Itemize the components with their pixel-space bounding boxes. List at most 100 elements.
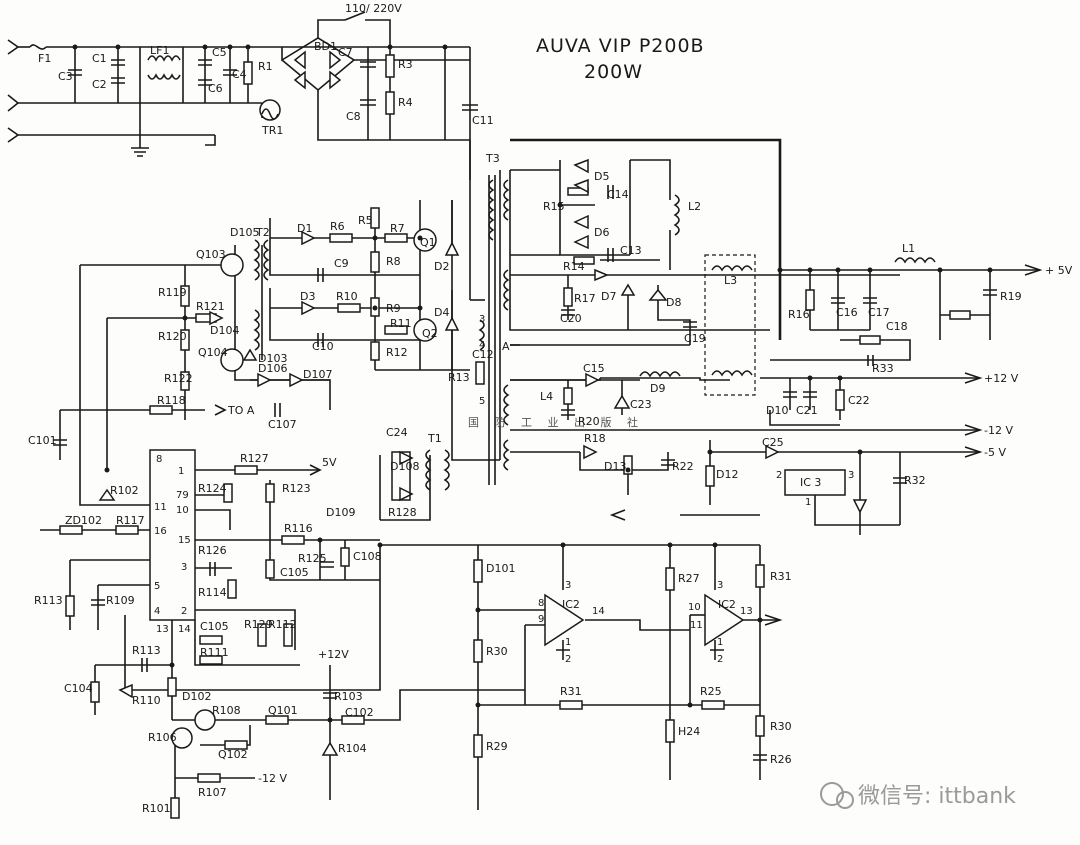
- svg-text:5: 5: [479, 396, 485, 407]
- component-label-c105: C105: [200, 620, 229, 633]
- diode-bd1-a: [293, 50, 306, 70]
- component-label-r127: R127: [240, 452, 269, 465]
- ic2b-op-amp: [704, 593, 745, 647]
- resistor-r117: [59, 525, 83, 535]
- component-label-c9: C9: [334, 257, 349, 270]
- component-label-r11: R11: [390, 317, 412, 330]
- svg-text:1: 1: [805, 497, 811, 508]
- component-label-q103: Q103: [196, 248, 226, 261]
- component-label-d103: D103: [258, 352, 287, 365]
- resistor-r29: [473, 639, 483, 663]
- title-model: AUVA VIP P200B: [536, 35, 705, 57]
- component-label-r123: R123: [282, 482, 311, 495]
- diode-d106: [257, 372, 272, 388]
- capacitor-c18: [983, 289, 997, 296]
- capacitor-c101: [53, 439, 67, 446]
- component-label-zd102: ZD102: [65, 514, 102, 527]
- output-minus5v: -5 V: [984, 446, 1006, 459]
- component-label-d9: D9: [650, 382, 665, 395]
- svg-text:8: 8: [538, 598, 544, 609]
- capacitor-c15: [867, 355, 874, 366]
- inductor-l4: [639, 371, 681, 378]
- resistor-r123: [223, 483, 233, 503]
- capacitor-c102: [323, 692, 337, 699]
- resistor-r22: [623, 455, 633, 475]
- component-label-r6: R6: [330, 220, 345, 233]
- resistor-r103: [170, 797, 180, 819]
- supply-5v: 5V: [322, 456, 337, 469]
- diode-d10: [613, 394, 631, 409]
- component-label-d4: D4: [434, 306, 449, 319]
- resistor-r118: [149, 405, 173, 415]
- resistor-r126: [340, 547, 350, 567]
- svg-text:3: 3: [181, 562, 187, 573]
- diode-d109: [399, 486, 414, 502]
- component-label-l4: L4: [540, 390, 553, 403]
- component-label-d107: D107: [303, 368, 332, 381]
- resistor-r129: [199, 655, 223, 665]
- diode-d103: [242, 348, 258, 361]
- transistor-q104: [220, 348, 244, 372]
- component-label-r109: R109: [106, 594, 135, 607]
- component-label-c104: C104: [64, 682, 93, 695]
- node-a-label: A: [502, 340, 510, 353]
- ic1-pin-numbers: 8 1 79 10 11 16 15 3 5 4 2 13 14: [154, 454, 191, 635]
- capacitor-c7: [360, 61, 376, 68]
- svg-text:3: 3: [565, 580, 571, 591]
- diode-d2: [444, 241, 460, 256]
- capacitor-c25: [661, 459, 675, 466]
- component-label-r19: R19: [1000, 290, 1022, 303]
- resistor-h24: [701, 700, 725, 710]
- resistor-r13: [475, 361, 485, 385]
- output-plus12v: +12 V: [984, 372, 1019, 385]
- component-label-c102: C102: [345, 706, 374, 719]
- transformer-t3-core: [488, 175, 496, 485]
- inductor-lf1-top: [147, 55, 181, 62]
- transformer-t3-sec4: [503, 439, 510, 471]
- capacitor-c104: [141, 658, 148, 672]
- component-label-r120: R120: [158, 330, 187, 343]
- capacitor-c20: [561, 309, 575, 316]
- resistor-r104: [341, 715, 365, 725]
- component-label-f1: F1: [38, 52, 51, 65]
- transformer-t3-sec1: [503, 179, 510, 221]
- component-label-d6: D6: [594, 226, 609, 239]
- component-label-l2: L2: [688, 200, 701, 213]
- component-label-r32: R32: [904, 474, 926, 487]
- component-label-r107: R107: [198, 786, 227, 799]
- component-label-r116: R116: [284, 522, 313, 535]
- title-power: 200W: [584, 61, 643, 83]
- resistor-r7: [384, 233, 408, 243]
- l3-shield-box: [704, 254, 756, 396]
- component-label-r1: R1: [258, 60, 273, 73]
- component-label-r16: R16: [788, 308, 810, 321]
- component-label-d3: D3: [300, 290, 315, 303]
- svg-text:79: 79: [176, 490, 189, 501]
- component-label-d8: D8: [666, 296, 681, 309]
- diode-ic3-out: [852, 499, 868, 514]
- component-label-r25: R25: [700, 685, 722, 698]
- ic3-regulator: [784, 469, 846, 496]
- component-label-c13: C13: [620, 244, 642, 257]
- component-label-d101: D101: [486, 562, 515, 575]
- capacitor-c24: [893, 477, 907, 484]
- zener-d7: [620, 283, 636, 296]
- resistor-r26: [755, 715, 765, 737]
- transistor-q103: [220, 253, 244, 277]
- transistor-q1: [413, 228, 437, 252]
- diode-d107: [289, 372, 304, 388]
- thermistor-tr1: [259, 99, 281, 121]
- component-label-r101: R101: [142, 802, 171, 815]
- component-label-r113: R113: [132, 644, 161, 657]
- component-label-r15: R15: [543, 200, 565, 213]
- wires: [7, 11, 1043, 810]
- svg-text:14: 14: [178, 624, 191, 635]
- ic3-labels: IC 3 2 3 1: [776, 470, 854, 508]
- resistor-r113a: [227, 579, 237, 599]
- component-label-c17: C17: [868, 306, 890, 319]
- component-label-d5: D5: [594, 170, 609, 183]
- resistor-r102: [265, 483, 275, 503]
- inductor-l3-top: [711, 265, 753, 272]
- component-label-r129: R129: [244, 618, 273, 631]
